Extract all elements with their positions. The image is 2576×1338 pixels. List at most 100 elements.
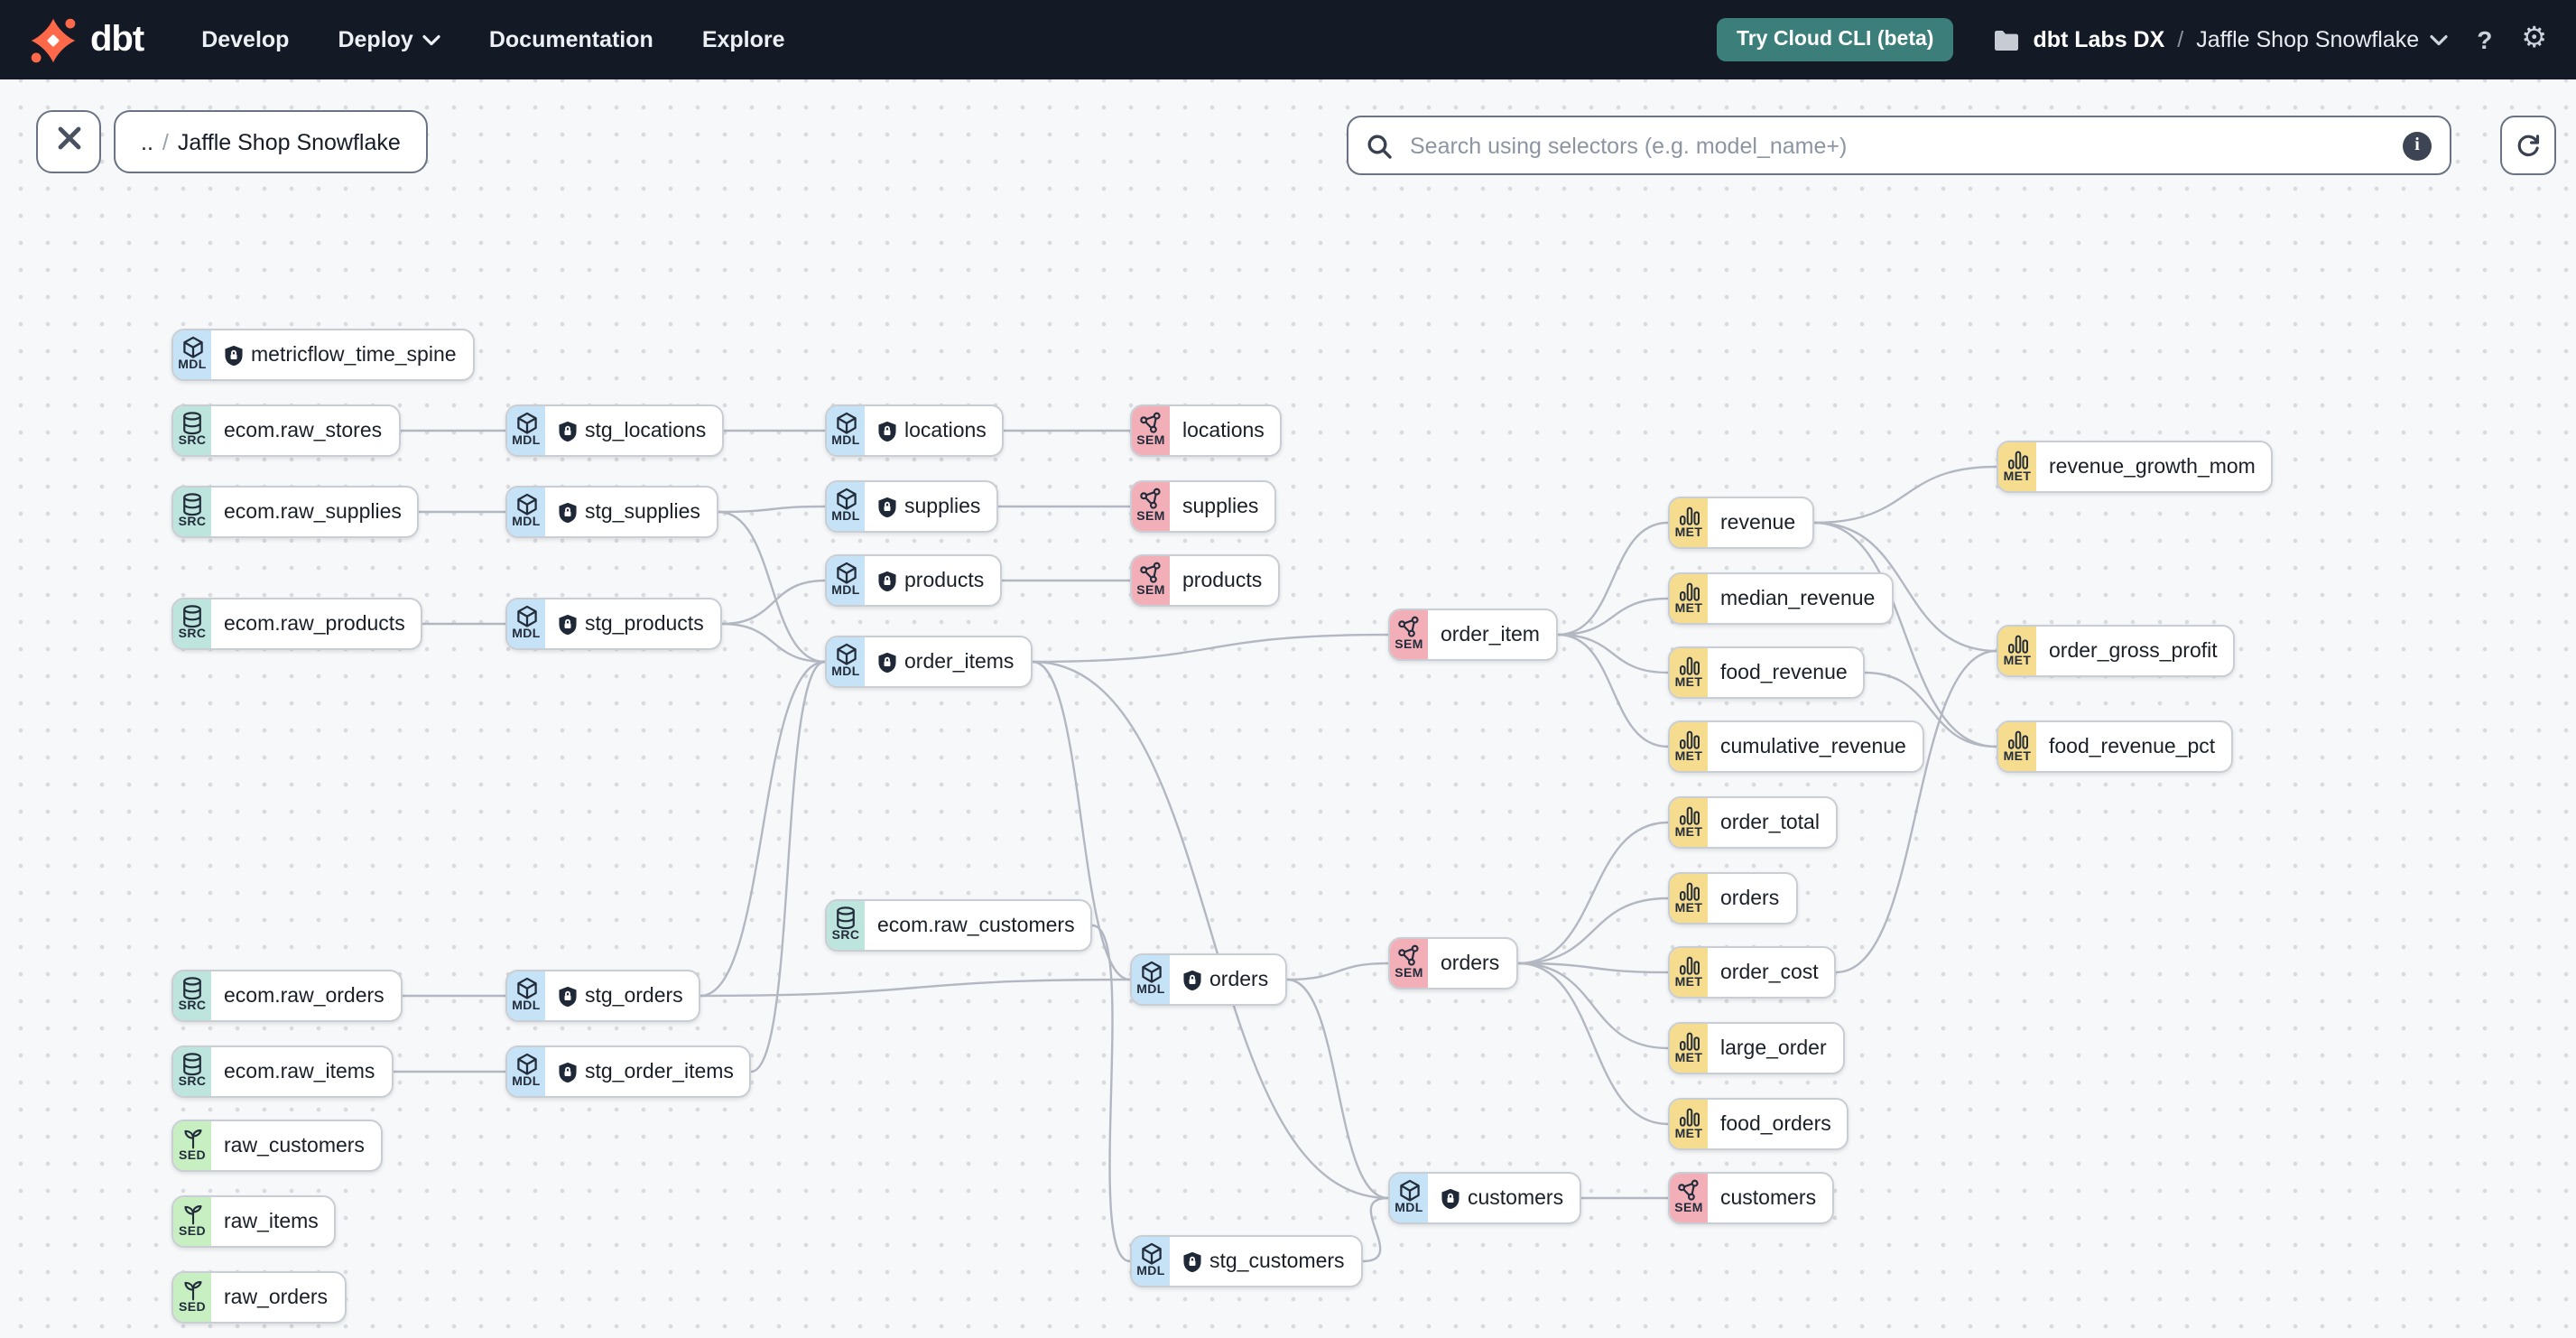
sed-icon — [181, 1129, 203, 1148]
node-label-area: raw_items — [211, 1197, 335, 1246]
shield-icon — [1182, 1250, 1202, 1272]
selector-search: i — [1347, 116, 2451, 175]
src-icon — [836, 906, 856, 930]
node-label-area: supplies — [865, 482, 996, 531]
graph-node-stg_customers[interactable]: MDL stg_customers — [1130, 1235, 1363, 1287]
sem-icon — [1677, 1179, 1700, 1201]
shield-icon — [558, 985, 578, 1007]
mdl-icon — [515, 1053, 537, 1075]
node-label-area: revenue — [1708, 498, 1812, 547]
close-lineage-button[interactable] — [36, 110, 101, 173]
edge-food_revenue-food_revenue_pct — [1864, 671, 1997, 748]
shield-icon — [1182, 969, 1202, 990]
node-label-area: ecom.raw_customers — [865, 901, 1091, 950]
gear-icon[interactable]: ⚙ — [2521, 23, 2547, 54]
menu-documentation[interactable]: Documentation — [488, 27, 653, 52]
graph-node-order_item_sem[interactable]: SEM order_item — [1388, 609, 1558, 661]
node-label-area: stg_locations — [545, 406, 722, 455]
src-icon — [182, 412, 202, 435]
breadcrumb[interactable]: .. / Jaffle Shop Snowflake — [114, 110, 428, 173]
node-type-chip: SEM — [1390, 610, 1428, 659]
menu-explore[interactable]: Explore — [701, 27, 785, 52]
node-type-chip: SED — [173, 1121, 211, 1170]
node-type-label: MDL — [1136, 1266, 1165, 1278]
edge-revenue-revenue_growth_mom — [1813, 465, 1997, 525]
dbt-logo[interactable]: dbt — [0, 15, 144, 64]
account-name[interactable]: dbt Labs DX — [2033, 27, 2165, 52]
node-type-label: MET — [2003, 471, 2032, 484]
node-type-label: MDL — [1395, 1203, 1423, 1215]
node-type-label: MDL — [1136, 984, 1165, 997]
node-type-label: MET — [2003, 751, 2032, 764]
src-icon — [182, 605, 202, 628]
menu-deploy[interactable]: Deploy — [338, 27, 440, 52]
node-label-area: orders — [1708, 874, 1795, 923]
edge-stg_products-order_items_mdl — [721, 622, 826, 664]
edge-revenue-food_revenue_pct — [1813, 521, 1997, 748]
node-label: stg_order_items — [585, 1061, 734, 1082]
breadcrumb-current: Jaffle Shop Snowflake — [177, 129, 401, 154]
try-cloud-cli-button[interactable]: Try Cloud CLI (beta) — [1716, 18, 1954, 61]
src-icon — [182, 1053, 202, 1076]
node-type-chip: MDL — [827, 556, 865, 605]
met-icon — [1678, 655, 1700, 675]
node-type-label: MDL — [831, 435, 860, 448]
node-label: food_revenue — [1720, 662, 1848, 683]
node-type-label: MDL — [512, 628, 541, 641]
node-type-label: SRC — [178, 628, 207, 641]
graph-node-customers_mdl[interactable]: MDL customers — [1388, 1172, 1582, 1224]
node-type-chip: MET — [1670, 798, 1708, 847]
node-type-chip: SED — [173, 1273, 211, 1322]
node-label-area: stg_customers — [1170, 1237, 1361, 1286]
mdl-icon — [1140, 1242, 1162, 1265]
info-icon[interactable]: i — [2403, 131, 2432, 160]
node-label: customers — [1468, 1187, 1564, 1209]
project-selector[interactable]: Jaffle Shop Snowflake — [2196, 27, 2448, 52]
node-type-chip: MDL — [1390, 1174, 1428, 1222]
menu-develop[interactable]: Develop — [201, 27, 290, 52]
met-icon — [1678, 1107, 1700, 1127]
help-icon[interactable]: ? — [2477, 25, 2493, 54]
search-input[interactable] — [1406, 131, 2388, 160]
node-label-area: customers — [1708, 1174, 1832, 1222]
node-label: order_item — [1441, 624, 1540, 646]
refresh-button[interactable] — [2500, 116, 2556, 175]
